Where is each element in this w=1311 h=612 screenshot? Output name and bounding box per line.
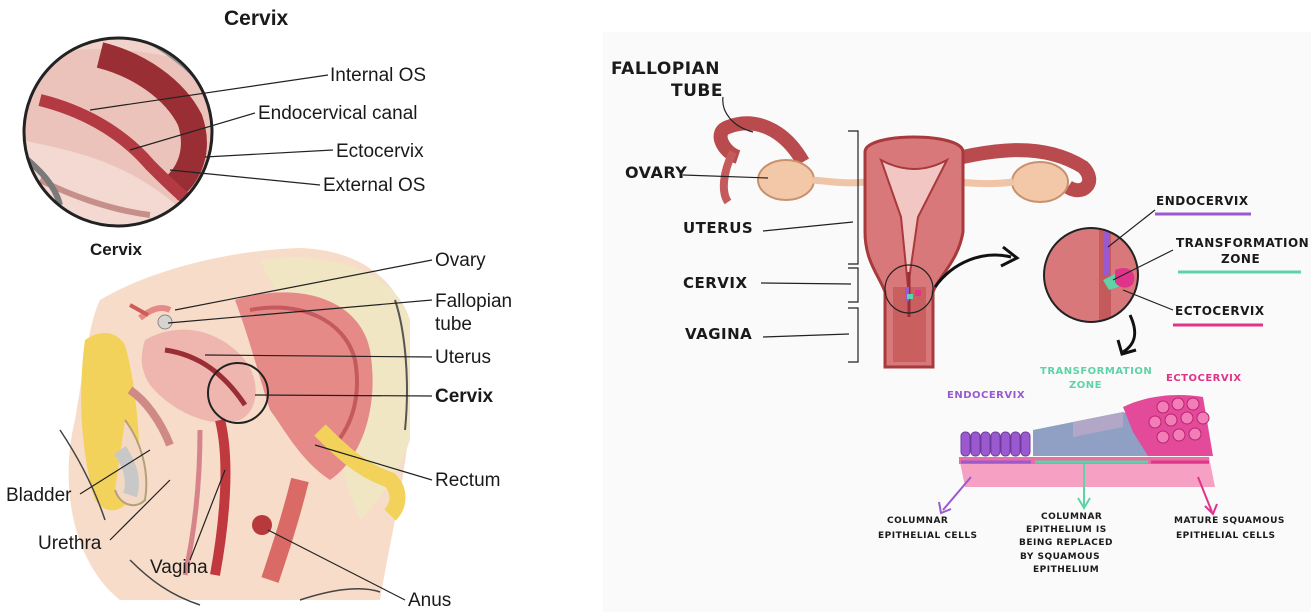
label-ovary: OVARY — [625, 164, 687, 182]
replacing-line1: COLUMNAR — [1041, 513, 1102, 523]
label-ectocervix: Ectocervix — [336, 142, 424, 161]
replacing-line5: EPITHELIUM — [1033, 566, 1099, 576]
label-bladder: Bladder — [6, 486, 72, 505]
columnar-cells-line2: EPITHELIAL CELLS — [878, 532, 978, 542]
epithelium-tz-label-line1: TRANSFORMATION — [1040, 366, 1152, 377]
label-endocervix: ENDOCERVIX — [1156, 195, 1249, 208]
label-internal-os: Internal OS — [330, 66, 426, 85]
label-ectocervix: ECTOCERVIX — [1175, 305, 1265, 318]
label-anus: Anus — [408, 591, 451, 610]
inset-caption: Cervix — [90, 241, 142, 258]
label-fallopian-tube-line1: FALLOPIAN — [611, 60, 720, 79]
label-transformation-zone-line1: TRANSFORMATION — [1176, 237, 1309, 250]
label-cervix: Cervix — [435, 387, 493, 406]
epithelium-diagram — [959, 395, 1215, 487]
label-ovary: Ovary — [435, 251, 486, 270]
replacing-line2: EPITHELIUM IS — [1026, 526, 1107, 536]
label-transformation-zone-line2: ZONE — [1221, 253, 1260, 266]
page-title: Cervix — [224, 8, 288, 29]
mature-cells-line2: EPITHELIAL CELLS — [1176, 532, 1276, 542]
replacing-line3: BEING REPLACED — [1019, 539, 1113, 549]
label-fallopian-tube-line2: tube — [435, 315, 472, 334]
epithelium-endocervix-label: ENDOCERVIX — [947, 390, 1025, 401]
label-uterus: UTERUS — [683, 220, 753, 237]
label-endocervical-canal: Endocervical canal — [258, 104, 417, 123]
epithelium-ectocervix-label: ECTOCERVIX — [1166, 373, 1242, 384]
label-fallopian-tube-line1: Fallopian — [435, 292, 512, 311]
label-fallopian-tube-line2: TUBE — [671, 82, 723, 101]
label-vagina: Vagina — [150, 558, 208, 577]
columnar-cells-line1: COLUMNAR — [887, 517, 948, 527]
label-urethra: Urethra — [38, 534, 101, 553]
mature-cells-line1: MATURE SQUAMOUS — [1174, 517, 1285, 527]
cervix-zones-panel: FALLOPIAN TUBE OVARY UTERUS CERVIX VAGIN… — [603, 32, 1311, 612]
label-vagina: VAGINA — [685, 326, 752, 343]
label-external-os: External OS — [323, 176, 425, 195]
replacing-line4: BY SQUAMOUS — [1020, 553, 1100, 563]
epithelium-tz-label-line2: ZONE — [1069, 380, 1102, 391]
label-cervix: CERVIX — [683, 275, 748, 292]
label-rectum: Rectum — [435, 471, 500, 490]
anatomy-panel: Cervix Internal OS Endocervical canal Ec… — [0, 0, 600, 612]
pelvic-cross-section — [60, 248, 410, 605]
uterus-drawing — [721, 123, 1090, 367]
label-uterus: Uterus — [435, 348, 491, 367]
